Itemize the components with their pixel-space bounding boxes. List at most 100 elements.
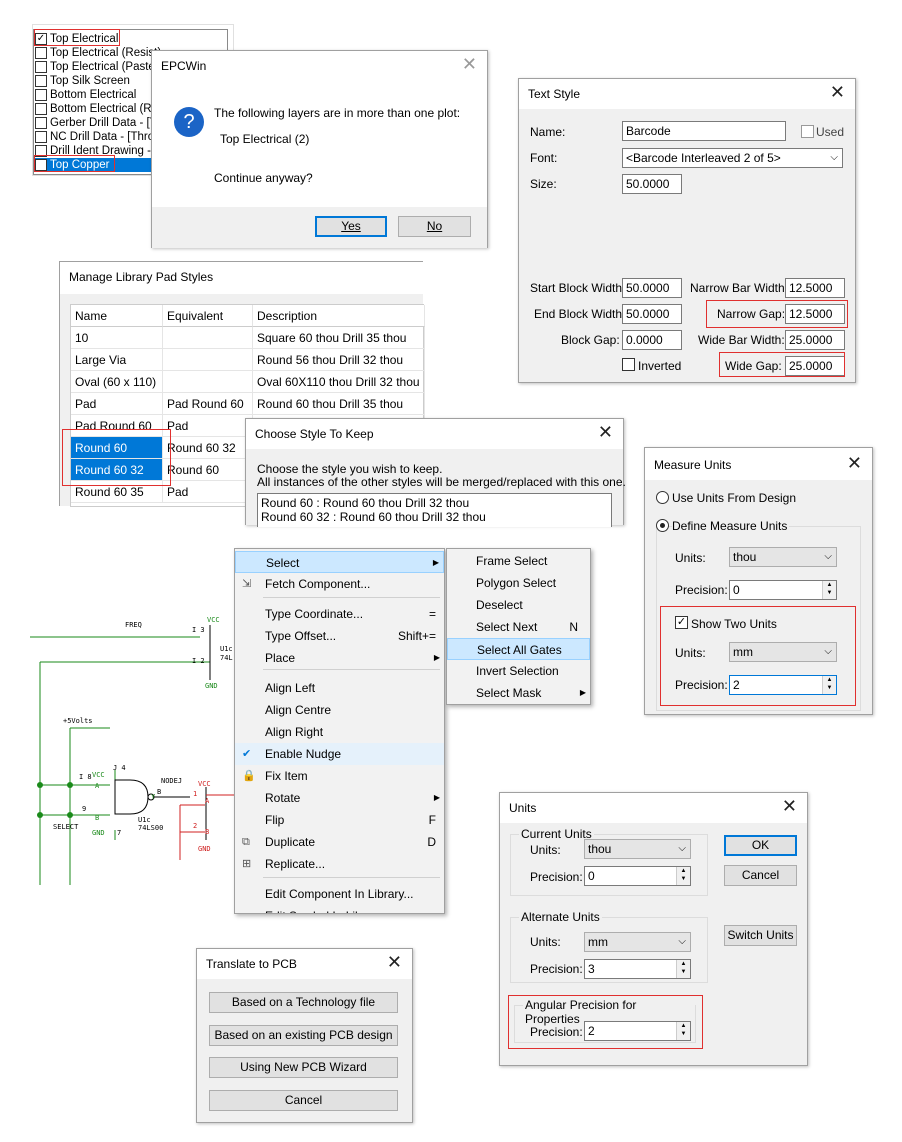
list-item[interactable]: Round 60 : Round 60 thou Drill 32 thou <box>261 496 470 510</box>
style-listbox[interactable]: Round 60 : Round 60 thou Drill 32 thou R… <box>257 493 612 527</box>
menu-item[interactable]: Type Offset...Shift+= <box>235 625 444 647</box>
list-item[interactable]: Round 60 32 : Round 60 thou Drill 32 tho… <box>261 510 486 524</box>
used-checkbox[interactable] <box>801 125 814 138</box>
units2-select[interactable]: mm⌵ <box>729 642 837 662</box>
spinner-icon[interactable]: ▲▼ <box>676 867 690 885</box>
menu-item[interactable]: Align Centre <box>235 699 444 721</box>
layer-checkbox[interactable] <box>35 117 47 129</box>
table-cell[interactable] <box>163 327 253 349</box>
close-icon[interactable]: ✕ <box>829 82 845 102</box>
existing-pcb-button[interactable]: Based on an existing PCB design <box>209 1025 398 1046</box>
table-cell[interactable]: Pad Round 60 <box>163 393 253 415</box>
table-cell[interactable]: Round 60 32 <box>163 437 253 459</box>
menu-item[interactable]: Align Left <box>235 677 444 699</box>
close-icon[interactable]: ✕ <box>461 54 477 74</box>
end-block-input[interactable]: 50.0000 <box>622 304 682 324</box>
no-button[interactable]: No <box>398 216 471 237</box>
start-block-input[interactable]: 50.0000 <box>622 278 682 298</box>
block-gap-input[interactable]: 0.0000 <box>622 330 682 350</box>
spinner-icon[interactable]: ▲▼ <box>676 1022 690 1040</box>
table-cell[interactable]: Pad <box>163 415 253 437</box>
layer-checkbox[interactable] <box>35 89 47 101</box>
menu-item[interactable]: Enable Nudge✔ <box>235 743 444 765</box>
menu-item[interactable]: Edit Symbol In Library... <box>235 905 444 913</box>
table-cell[interactable]: Large Via <box>71 349 163 371</box>
layer-checkbox[interactable] <box>35 145 47 157</box>
wide-bar-input[interactable]: 25.0000 <box>785 330 845 350</box>
spinner-icon[interactable]: ▲▼ <box>822 676 836 694</box>
layer-item[interactable]: Gerber Drill Data - [Th <box>35 116 225 130</box>
menu-item[interactable]: Replicate...⊞ <box>235 853 444 875</box>
layer-item[interactable]: Top Electrical (Paste) <box>35 60 225 74</box>
show-two-checkbox[interactable]: ✓ <box>675 616 688 629</box>
layer-checkbox[interactable]: ✓ <box>35 159 47 171</box>
submenu-item[interactable]: Polygon Select <box>447 572 590 594</box>
column-header[interactable]: Equivalent <box>163 305 253 327</box>
menu-item[interactable]: Fetch Component...⇲ <box>235 573 444 595</box>
submenu-item[interactable]: Frame Select <box>447 550 590 572</box>
spinner-icon[interactable]: ▲▼ <box>676 960 690 978</box>
table-cell[interactable]: Round 60 thou Drill 35 thou <box>253 393 425 415</box>
layer-checkbox[interactable] <box>35 131 47 143</box>
table-cell[interactable]: Round 56 thou Drill 32 thou <box>253 349 425 371</box>
table-cell[interactable]: Round 60 <box>163 459 253 481</box>
table-cell[interactable] <box>163 371 253 393</box>
table-cell[interactable]: Pad <box>71 393 163 415</box>
menu-item[interactable]: Edit Component In Library... <box>235 883 444 905</box>
use-design-radio[interactable] <box>656 491 669 504</box>
layer-checkbox[interactable]: ✓ <box>35 33 47 45</box>
submenu-item[interactable]: Select Mask▶ <box>447 682 590 704</box>
narrow-bar-input[interactable]: 12.5000 <box>785 278 845 298</box>
layer-checkbox[interactable] <box>35 47 47 59</box>
table-cell[interactable] <box>163 349 253 371</box>
units-select[interactable]: thou⌵ <box>584 839 691 859</box>
layer-item[interactable]: ✓Top Copper <box>35 158 153 172</box>
pcb-wizard-button[interactable]: Using New PCB Wizard <box>209 1057 398 1078</box>
layer-checkbox[interactable] <box>35 61 47 73</box>
technology-file-button[interactable]: Based on a Technology file <box>209 992 398 1013</box>
spinner-icon[interactable]: ▲▼ <box>822 581 836 599</box>
cancel-button[interactable]: Cancel <box>209 1090 398 1111</box>
layer-item[interactable]: Top Silk Screen <box>35 74 225 88</box>
submenu-item[interactable]: Deselect <box>447 594 590 616</box>
inverted-checkbox[interactable] <box>622 358 635 371</box>
close-icon[interactable]: ✕ <box>597 422 613 442</box>
menu-item[interactable]: Align Right <box>235 721 444 743</box>
alt-units-select[interactable]: mm⌵ <box>584 932 691 952</box>
layer-checkbox[interactable] <box>35 103 47 115</box>
table-cell[interactable]: Pad <box>163 481 253 503</box>
table-cell[interactable]: Square 60 thou Drill 35 thou <box>253 327 425 349</box>
menu-item[interactable]: Fix Item🔒 <box>235 765 444 787</box>
table-cell[interactable]: Round 60 32 <box>71 459 163 481</box>
layer-item[interactable]: ✓Top Electrical <box>35 32 225 46</box>
ang-precision-input[interactable]: 2▲▼ <box>584 1021 691 1041</box>
close-icon[interactable]: ✕ <box>781 796 797 816</box>
yes-button[interactable]: Yes <box>315 216 387 237</box>
switch-units-button[interactable]: Switch Units <box>724 925 797 946</box>
size-input[interactable]: 50.0000 <box>622 174 682 194</box>
table-cell[interactable]: Oval 60X110 thou Drill 32 thou <box>253 371 425 393</box>
close-icon[interactable]: ✕ <box>386 952 402 972</box>
menu-item[interactable]: Place▶ <box>235 647 444 669</box>
name-input[interactable]: Barcode <box>622 121 786 141</box>
font-select[interactable]: <Barcode Interleaved 2 of 5>⌵ <box>622 148 843 168</box>
precision-input[interactable]: 0▲▼ <box>584 866 691 886</box>
submenu-item[interactable]: Select All Gates <box>447 638 590 660</box>
layer-item[interactable]: Bottom Electrical <box>35 88 225 102</box>
column-header[interactable]: Description <box>253 305 425 327</box>
ok-button[interactable]: OK <box>724 835 797 856</box>
precision-input[interactable]: 0▲▼ <box>729 580 837 600</box>
layer-item[interactable]: Bottom Electrical (Res <box>35 102 225 116</box>
define-radio[interactable] <box>656 519 669 532</box>
layer-checkbox[interactable] <box>35 75 47 87</box>
table-cell[interactable]: 10 <box>71 327 163 349</box>
menu-item[interactable]: Rotate▶ <box>235 787 444 809</box>
table-cell[interactable]: Round 60 <box>71 437 163 459</box>
menu-item[interactable]: Select▶ <box>235 551 444 573</box>
menu-item[interactable]: Type Coordinate...= <box>235 603 444 625</box>
close-icon[interactable]: ✕ <box>846 453 862 473</box>
table-cell[interactable]: Oval (60 x 110) <box>71 371 163 393</box>
column-header[interactable]: Name <box>71 305 163 327</box>
